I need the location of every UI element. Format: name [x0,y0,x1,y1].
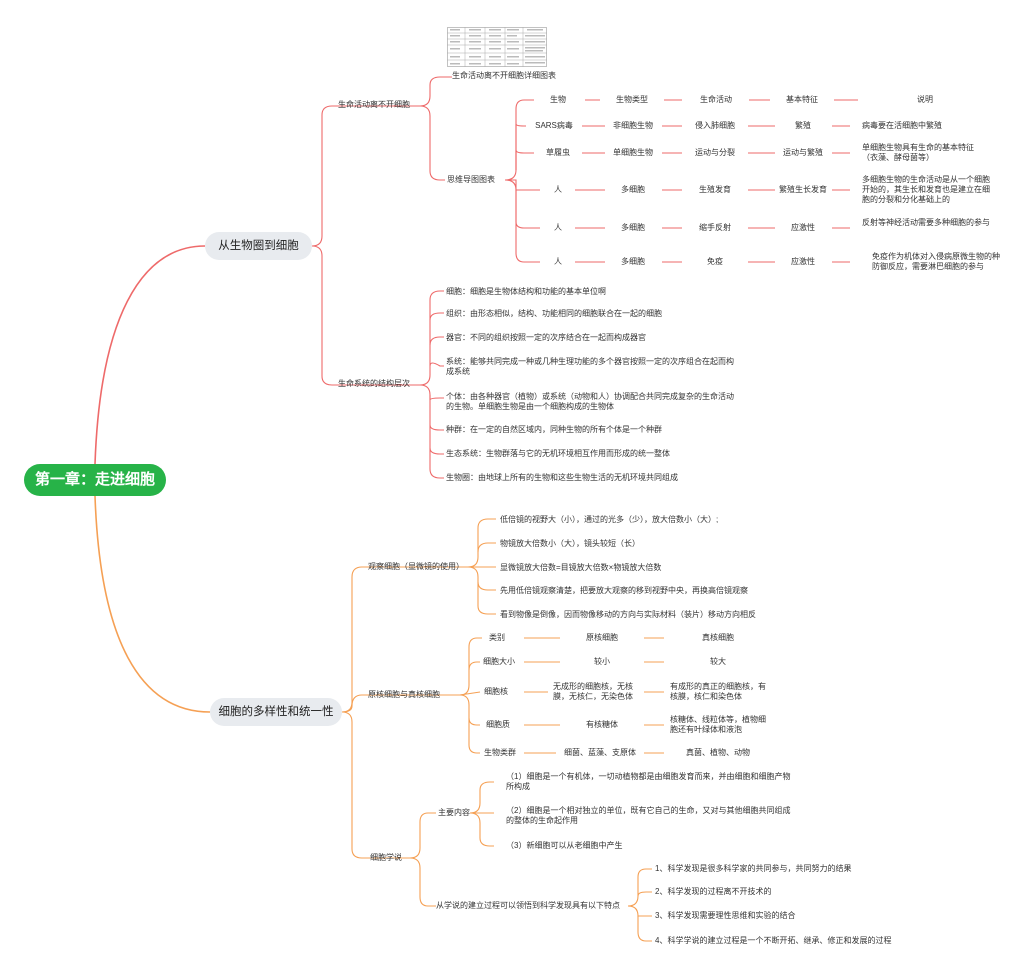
compare-cell: 有成形的真正的细胞核，有核膜，核仁和染色体 [670,682,766,701]
level-item[interactable]: 生物圈：由地球上所有的生物和这些生物生活的无机环境共同组成 [446,473,678,482]
table-cell: 免疫作为机体对入侵病原微生物的种防御反应，需要淋巴细胞的参与 [872,252,1000,271]
table-cell: 草履虫 [546,148,570,157]
table-cell: 人 [554,257,562,266]
table-cell: 反射等神经活动需要多种细胞的参与 [862,218,990,227]
compare-cell: 细胞大小 [483,657,515,666]
sub-life-system-levels[interactable]: 生命系统的结构层次 [338,379,410,388]
compare-cell: 真核细胞 [702,633,734,642]
level-item[interactable]: 生态系统：生物群落与它的无机环境相互作用而形成的统一整体 [446,449,670,458]
compare-cell: 生物类群 [484,748,516,757]
thumbnail-grid [447,27,547,67]
branch-cell-diversity[interactable]: 细胞的多样性和统一性 [210,698,342,726]
table-thumbnail [447,27,547,67]
table-cell: 繁殖生长发育 [779,185,827,194]
root-node[interactable]: 第一章：走进细胞 [24,464,166,496]
level-item[interactable]: 系统：能够共同完成一种或几种生理功能的多个器官按照一定的次序组合在起而构成系统 [446,357,734,376]
table-cell: 多细胞 [621,223,645,232]
table-cell: 单细胞生物具有生命的基本特征（衣藻、酵母菌等） [862,143,974,162]
table-cell: 应激性 [791,257,815,266]
mind-map-table-label[interactable]: 思维导图图表 [447,175,495,184]
table-cell: 基本特征 [786,95,818,104]
level-item[interactable]: 细胞：细胞是生物体结构和功能的基本单位啊 [446,287,606,296]
theory-item[interactable]: （2）细胞是一个相对独立的单位，既有它自己的生命，又对与其他细胞共同组成的整体的… [506,806,791,825]
microscope-item[interactable]: 先用低倍镜观察清楚，把要放大观察的移到视野中央，再换高倍镜观察 [500,586,748,595]
compare-cell: 较小 [594,657,610,666]
table-cell: 侵入肺细胞 [695,121,735,130]
table-cell: 缩手反射 [699,223,731,232]
table-cell: 人 [554,223,562,232]
table-cell: 繁殖 [795,121,811,130]
table-cell: 生物 [550,95,566,104]
discovery-item[interactable]: 3、科学发现需要理性思维和实验的结合 [655,911,796,920]
compare-cell: 较大 [710,657,726,666]
table-cell: 多细胞 [621,257,645,266]
level-item[interactable]: 个体：由各种器官（植物）或系统（动物和人）协调配合共同完成复杂的生命活动的生物。… [446,392,734,411]
table-cell: 应激性 [791,223,815,232]
table-cell: 运动与分裂 [695,148,735,157]
compare-cell: 真菌、植物、动物 [686,748,750,757]
compare-cell: 原核细胞 [586,633,618,642]
theory-item[interactable]: （3）新细胞可以从老细胞中产生 [506,841,623,850]
table-cell: 生物类型 [616,95,648,104]
table-cell: 说明 [917,95,933,104]
sub-observe-cells[interactable]: 观察细胞（显微镜的使用） [368,562,464,571]
table-cell: 多细胞生物的生命活动是从一个细胞开始的，其生长和发育也是建立在细胞的分裂和分化基… [862,175,990,204]
table-cell: 免疫 [707,257,723,266]
sub-life-needs-cell[interactable]: 生命活动离不开细胞 [338,100,410,109]
compare-cell: 类别 [489,633,505,642]
microscope-item[interactable]: 低倍镜的视野大（小），通过的光多（少），放大倍数小（大）; [500,515,719,524]
table-cell: 单细胞生物 [613,148,653,157]
microscope-item[interactable]: 物镜放大倍数小（大），镜头较短（长） [500,539,640,548]
level-item[interactable]: 组织：由形态相似，结构、功能相同的细胞联合在一起的细胞 [446,309,662,318]
discovery-item[interactable]: 2、科学发现的过程离不开技术的 [655,887,772,896]
table-cell: 多细胞 [621,185,645,194]
sub-cell-theory[interactable]: 细胞学说 [370,853,402,862]
table-cell: SARS病毒 [535,121,573,130]
table-cell: 运动与繁殖 [783,148,823,157]
table-cell: 生命活动 [700,95,732,104]
branch-biosphere-to-cell[interactable]: 从生物圈到细胞 [205,232,312,260]
microscope-item[interactable]: 显微镜放大倍数=目镜放大倍数×物镜放大倍数 [500,563,662,572]
level-item[interactable]: 种群：在一定的自然区域内，同种生物的所有个体是一个种群 [446,425,662,434]
table-cell: 生殖发育 [699,185,731,194]
table-cell: 非细胞生物 [613,121,653,130]
compare-cell: 细菌、蓝藻、支原体 [564,748,636,757]
table-cell: 病毒要在活细胞中繁殖 [862,121,942,130]
theory-item[interactable]: （1）细胞是一个有机体，一切动植物都是由细胞发育而来，并由细胞和细胞产物所构成 [506,772,791,791]
table-cell: 人 [554,185,562,194]
compare-cell: 有核糖体 [586,720,618,729]
thumbnail-caption: 生命活动离不开细胞详细图表 [452,71,556,80]
discovery-item[interactable]: 1、科学发现是很多科学家的共同参与，共同努力的结果 [655,864,852,873]
theory-discovery-label[interactable]: 从学说的建立过程可以领悟到科学发现具有以下特点 [436,901,620,910]
sub-prokaryote-eukaryote[interactable]: 原核细胞与真核细胞 [368,690,440,699]
discovery-item[interactable]: 4、科学学说的建立过程是一个不断开拓、继承、修正和发展的过程 [655,936,892,945]
theory-main-content[interactable]: 主要内容 [438,808,470,817]
compare-cell: 核糖体、线粒体等，植物细胞还有叶绿体和液泡 [670,715,766,734]
compare-cell: 细胞核 [484,687,508,696]
level-item[interactable]: 器官：不同的组织按照一定的次序结合在一起而构成器官 [446,333,646,342]
microscope-item[interactable]: 看到物像是倒像，因而物像移动的方向与实际材料（装片）移动方向相反 [500,610,756,619]
compare-cell: 细胞质 [486,720,510,729]
compare-cell: 无成形的细胞核，无核膜，无核仁，无染色体 [553,682,633,701]
